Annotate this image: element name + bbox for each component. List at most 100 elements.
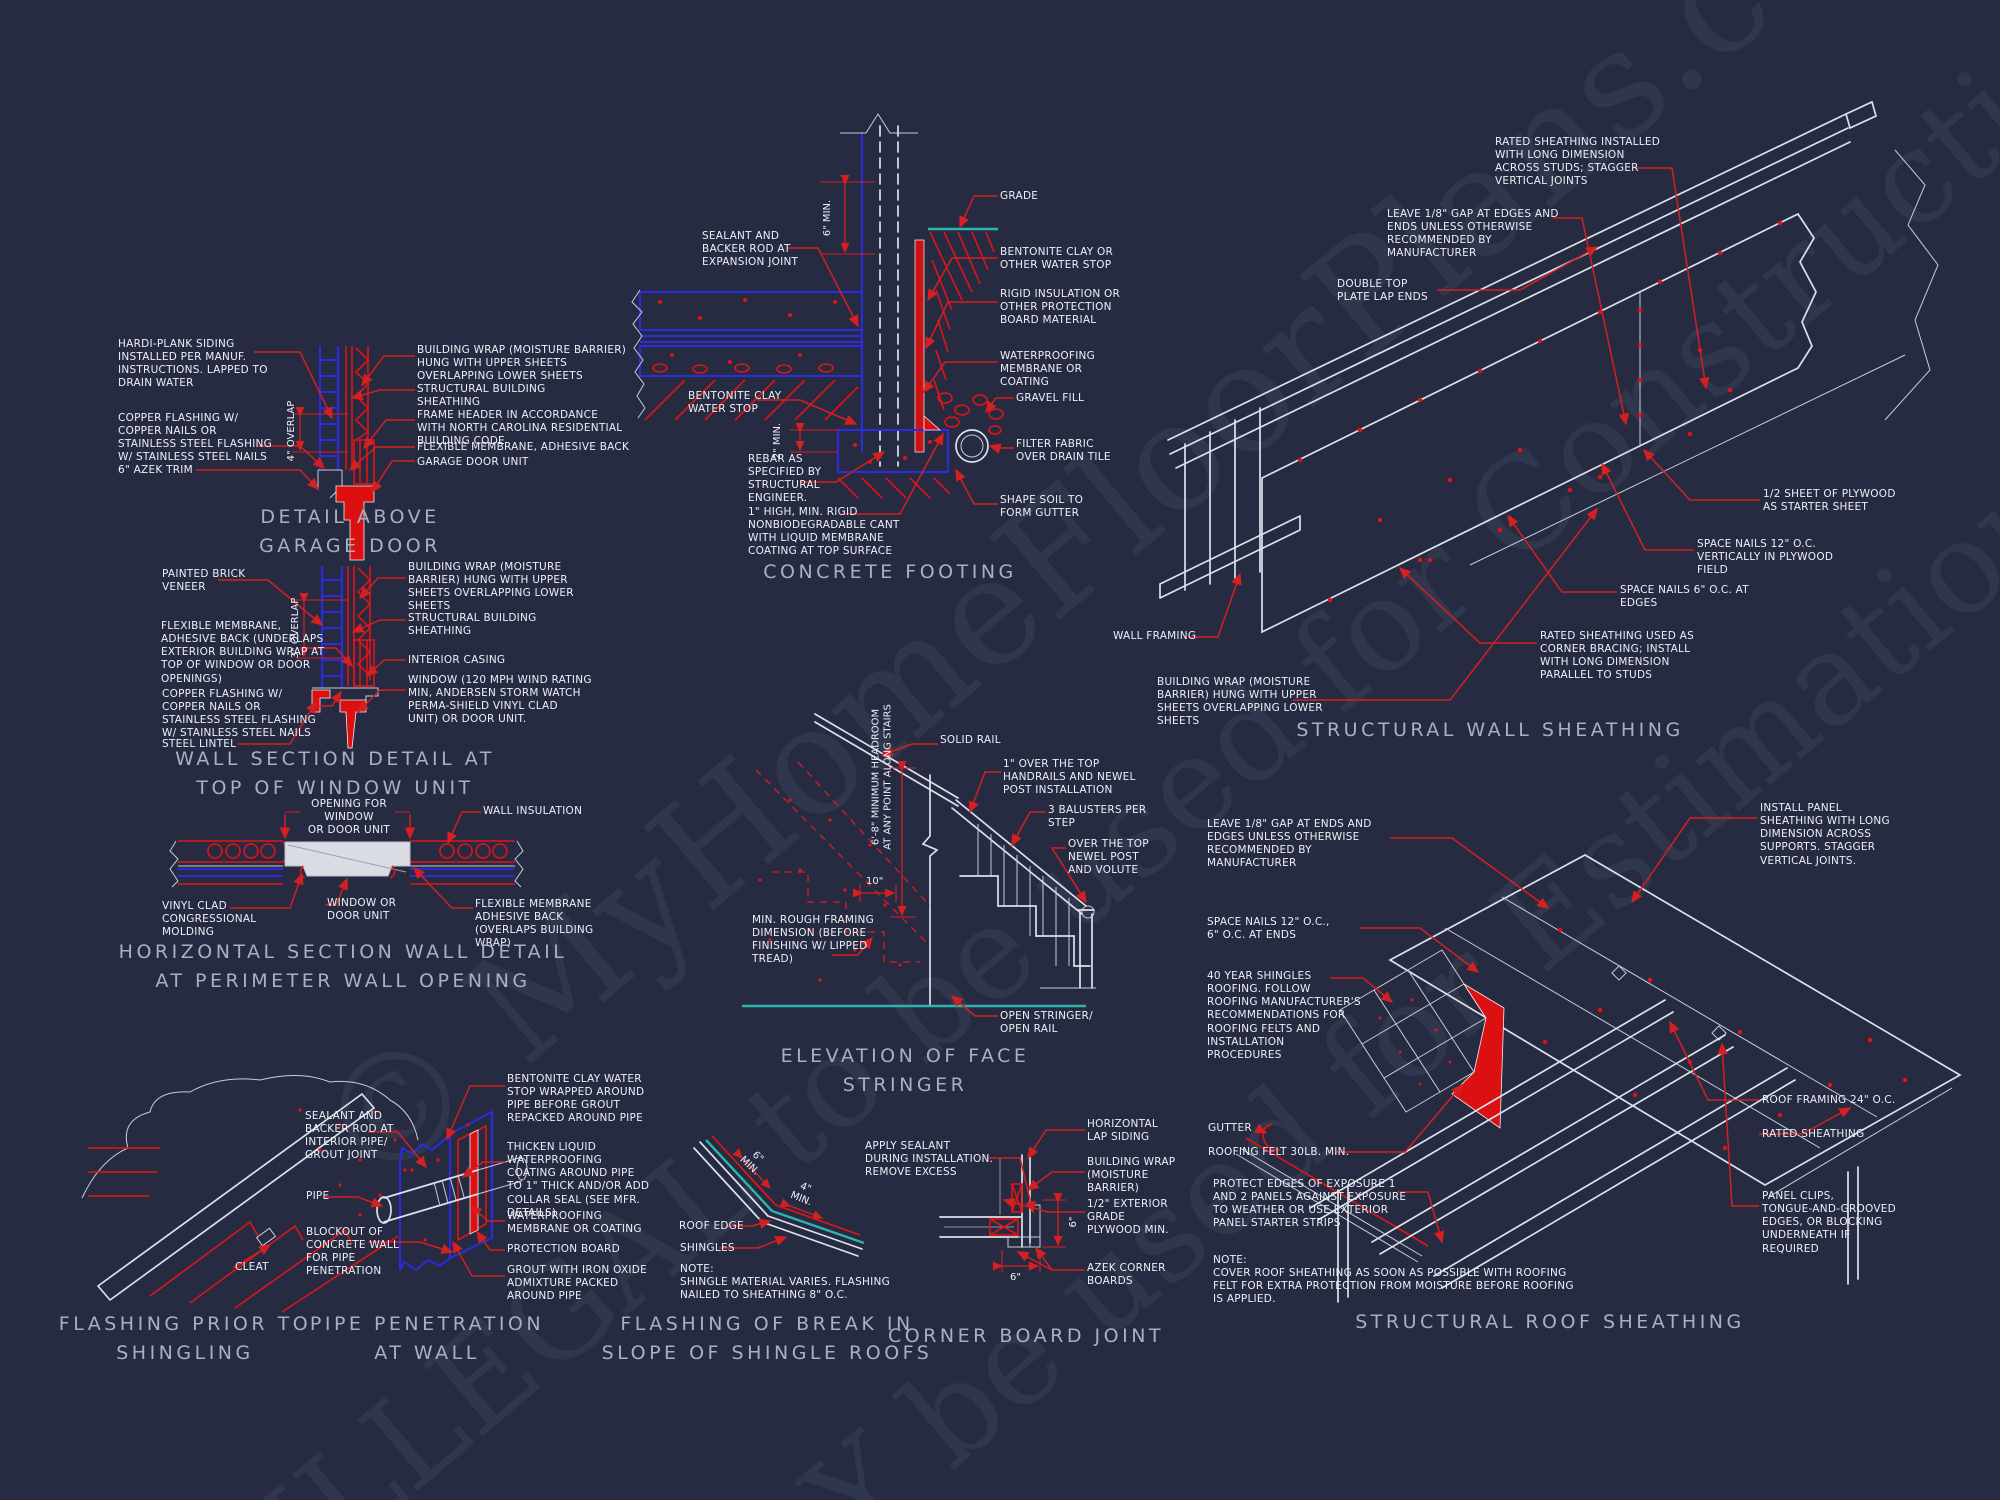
label-handrail: 1" OVER THE TOP HANDRAILS AND NEWEL POST… (1003, 758, 1136, 797)
dim-headroom: 6'-8" MINIMUM HEADROOM AT ANY POINT ALON… (870, 704, 894, 850)
wall-sheathing-drawing (1159, 100, 1939, 701)
label-copper-flashing-window: COPPER FLASHING W/ COPPER NAILS OR STAIN… (162, 688, 317, 740)
label-sealant-pipe: SEALANT AND BACKER ROD AT INTERIOR PIPE/… (305, 1110, 394, 1162)
window-head-detail-drawing (218, 566, 406, 749)
label-double-top-plate: DOUBLE TOP PLATE LAP ENDS (1337, 278, 1428, 304)
label-gravel-fill: GRAVEL FILL (1016, 392, 1085, 404)
label-window-unit: WINDOW (120 MPH WIND RATING MIN, ANDERSE… (408, 674, 592, 726)
label-thicken-coating: THICKEN LIQUID WATERPROOFING COATING ARO… (507, 1141, 650, 1219)
dim-6in-min: 6" MIN. (822, 199, 833, 237)
dim-6in-horizontal: 6" (1010, 1272, 1021, 1283)
title-wall-sheathing: STRUCTURAL WALL SHEATHING (1296, 719, 1684, 741)
label-shape-soil: SHAPE SOIL TO FORM GUTTER (1000, 494, 1084, 520)
label-rated-sheathing-roof: RATED SHEATHING (1762, 1128, 1865, 1140)
note-cover-roof-sheathing: NOTE: COVER ROOF SHEATHING AS SOON AS PO… (1213, 1254, 1574, 1306)
title-corner-board: CORNER BOARD JOINT (887, 1325, 1165, 1347)
label-building-wrap-sheathing: BUILDING WRAP (MOISTURE BARRIER) HUNG WI… (1157, 676, 1323, 728)
label-filter-fabric: FILTER FABRIC OVER DRAIN TILE (1016, 438, 1111, 464)
stair-stringer-drawing (742, 713, 1096, 1017)
corner-board-drawing (939, 1129, 1085, 1272)
label-waterproofing-footing: WATERPROOFING MEMBRANE OR COATING (1000, 350, 1096, 389)
flashing-shingling-drawing (81, 1074, 419, 1313)
dim-4in-overlap: 4" OVERLAP (286, 400, 297, 462)
label-frame-header: FRAME HEADER IN ACCORDANCE WITH NORTH CA… (417, 409, 623, 448)
break-slope-drawing (693, 1135, 865, 1257)
label-exterior-plywood: 1/2" EXTERIOR GRADE PLYWOOD MIN. (1087, 1198, 1169, 1237)
label-sheathing-window: STRUCTURAL BUILDING SHEATHING (408, 612, 537, 638)
label-window-or-door: WINDOW OR DOOR UNIT (327, 897, 397, 923)
label-roofing-felt: ROOFING FELT 30LB. MIN. (1208, 1146, 1350, 1158)
label-starter-sheet: 1/2 SHEET OF PLYWOOD AS STARTER SHEET (1763, 488, 1896, 514)
label-rebar: REBAR AS SPECIFIED BY STRUCTURAL ENGINEE… (748, 453, 822, 505)
label-protect-edges: PROTECT EDGES OF EXPOSURE 1 AND 2 PANELS… (1213, 1178, 1407, 1230)
label-solid-rail: SOLID RAIL (940, 734, 1001, 746)
title-roof-sheathing: STRUCTURAL ROOF SHEATHING (1355, 1311, 1745, 1333)
title-break-slope: FLASHING OF BREAK IN SLOPE OF SHINGLE RO… (601, 1313, 933, 1364)
title-pipe-penetration: PIPE PENETRATION AT WALL (309, 1313, 545, 1364)
label-hardiplank-siding: HARDI-PLANK SIDING INSTALLED PER MANUF. … (118, 338, 268, 390)
dim-tread: 10" (866, 876, 884, 887)
label-bentonite-pipe: BENTONITE CLAY WATER STOP WRAPPED AROUND… (507, 1073, 645, 1125)
concrete-footing-drawing (631, 113, 1014, 515)
label-building-wrap-corner: BUILDING WRAP (MOISTURE BARRIER) (1087, 1156, 1176, 1195)
label-waterproofing-pipe: WATERPROOFING MEMBRANE OR COATING (507, 1210, 642, 1236)
label-open-stringer: OPEN STRINGER/ OPEN RAIL (1000, 1010, 1093, 1036)
label-panel-clips: PANEL CLIPS, TONGUE-AND-GROOVED EDGES, O… (1762, 1190, 1897, 1255)
label-garage-door-unit: GARAGE DOOR UNIT (417, 456, 529, 468)
label-flexible-membrane-garage: FLEXIBLE MEMBRANE, ADHESIVE BACK (417, 441, 630, 453)
label-painted-brick: PAINTED BRICK VENEER (162, 568, 246, 594)
roof-sheathing-drawing (1235, 817, 1962, 1303)
label-sealant-expansion: SEALANT AND BACKER ROD AT EXPANSION JOIN… (702, 230, 799, 269)
label-install-panel: INSTALL PANEL SHEATHING WITH LONG DIMENS… (1760, 802, 1890, 867)
label-grout: GROUT WITH IRON OXIDE ADMIXTURE PACKED A… (507, 1264, 647, 1303)
label-roof-edge: ROOF EDGE (679, 1220, 744, 1232)
label-cant: 1" HIGH, MIN. RIGID NONBIODEGRADABLE CAN… (748, 506, 900, 558)
label-nails-edges: SPACE NAILS 6" O.C. AT EDGES (1620, 584, 1749, 610)
label-vinyl-molding: VINYL CLAD CONGRESSIONAL MOLDING (162, 900, 257, 939)
label-cleat: CLEAT (235, 1261, 269, 1273)
title-stair-stringer: ELEVATION OF FACE STRINGER (780, 1045, 1030, 1096)
label-shingles-break: SHINGLES (680, 1242, 735, 1254)
label-sheathing-garage: STRUCTURAL BUILDING SHEATHING (417, 383, 546, 409)
dim-2in-min: 2" MIN. (772, 422, 783, 460)
label-protection-board: PROTECTION BOARD (507, 1243, 620, 1255)
note-shingle-material: NOTE: SHINGLE MATERIAL VARIES. FLASHING … (680, 1263, 890, 1302)
label-rigid-insulation: RIGID INSULATION OR OTHER PROTECTION BOA… (1000, 288, 1121, 327)
label-building-wrap-window: BUILDING WRAP (MOISTURE BARRIER) HUNG WI… (408, 561, 574, 613)
label-lap-siding: HORIZONTAL LAP SIDING (1087, 1118, 1158, 1144)
label-pipe: PIPE (306, 1190, 330, 1202)
label-flexible-membrane-opening: FLEXIBLE MEMBRANE ADHESIVE BACK (OVERLAP… (475, 898, 594, 950)
label-roof-framing: ROOF FRAMING 24" O.C. (1762, 1094, 1896, 1106)
label-building-wrap-garage: BUILDING WRAP (MOISTURE BARRIER) HUNG WI… (417, 344, 627, 383)
dim-6in-vertical: 6" (1068, 1216, 1079, 1228)
label-newel-volute: OVER THE TOP NEWEL POST AND VOLUTE (1068, 838, 1149, 877)
perimeter-opening-detail-drawing (169, 811, 524, 909)
label-azek-boards: AZEK CORNER BOARDS (1087, 1262, 1166, 1288)
label-40yr-shingles: 40 YEAR SHINGLES ROOFING. FOLLOW ROOFING… (1207, 970, 1361, 1061)
label-flexible-membrane-window: FLEXIBLE MEMBRANE, ADHESIVE BACK (UNDERL… (161, 620, 325, 685)
label-grade: GRADE (1000, 190, 1039, 202)
label-rated-sheathing-installed: RATED SHEATHING INSTALLED WITH LONG DIME… (1495, 136, 1661, 188)
label-bentonite-waterstop: BENTONITE CLAY WATER STOP (688, 390, 782, 416)
title-concrete-footing: CONCRETE FOOTING (763, 561, 1017, 583)
label-opening: OPENING FOR WINDOW OR DOOR UNIT (307, 798, 391, 837)
label-wall-framing: WALL FRAMING (1113, 630, 1197, 642)
dim-3in-overlap: 3" OVERLAP (290, 597, 301, 659)
label-rough-framing: MIN. ROUGH FRAMING DIMENSION (BEFORE FIN… (752, 914, 875, 966)
title-perimeter-opening: HORIZONTAL SECTION WALL DETAIL AT PERIME… (118, 941, 568, 992)
label-apply-sealant: APPLY SEALANT DURING INSTALLATION. REMOV… (865, 1140, 994, 1179)
garage-door-detail-drawing (196, 346, 415, 561)
label-wall-insulation: WALL INSULATION (483, 805, 583, 817)
pipe-penetration-drawing (325, 1085, 528, 1277)
label-nails-field: SPACE NAILS 12" O.C. VERTICALLY IN PLYWO… (1697, 538, 1834, 577)
label-balusters: 3 BALUSTERS PER STEP (1048, 804, 1147, 830)
label-gap-roof: LEAVE 1/8" GAP AT ENDS AND EDGES UNLESS … (1207, 818, 1372, 870)
title-window-head-detail: WALL SECTION DETAIL AT TOP OF WINDOW UNI… (175, 748, 495, 799)
label-interior-casing: INTERIOR CASING (408, 654, 506, 666)
label-gap-wall: LEAVE 1/8" GAP AT EDGES AND ENDS UNLESS … (1387, 208, 1559, 260)
title-garage-door-detail: DETAIL ABOVE GARAGE DOOR (259, 506, 441, 557)
label-blockout: BLOCKOUT OF CONCRETE WALL FOR PIPE PENET… (306, 1226, 400, 1278)
title-flashing-shingling: FLASHING PRIOR TO SHINGLING (58, 1313, 312, 1364)
